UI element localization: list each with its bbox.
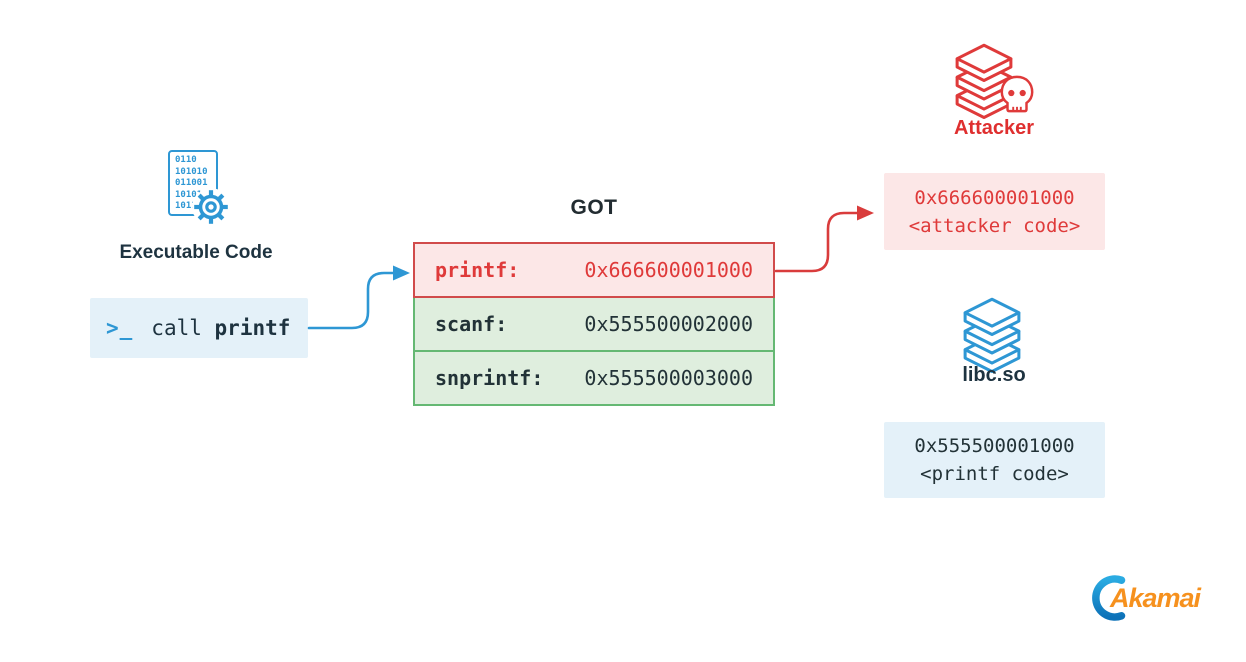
executable-code-label: Executable Code: [119, 242, 273, 263]
call-to-got-arrow: [307, 265, 410, 330]
call-instruction: call printf: [151, 316, 291, 340]
got-row-scanf: scanf: 0x555500002000: [413, 296, 775, 352]
binary-line: 011001: [175, 178, 208, 188]
attacker-address: 0x666600001000: [914, 186, 1075, 209]
got-entry-address: 0x555500002000: [584, 312, 753, 336]
got-title: GOT: [570, 196, 618, 219]
attacker-code-box: 0x666600001000 <attacker code>: [884, 173, 1105, 250]
call-printf-box: >_ call printf: [90, 298, 308, 358]
got-row-printf: printf: 0x666600001000: [413, 242, 775, 298]
skull-icon: [1000, 75, 1034, 113]
got-row-snprintf: snprintf: 0x555500003000: [413, 350, 775, 406]
executable-code-icon: 0110 101010 011001 10101 1011: [168, 150, 230, 226]
book-stack-icon: [955, 43, 1013, 119]
akamai-logo: Akamai: [1092, 574, 1232, 626]
libc-label: libc.so: [962, 364, 1026, 386]
got-entry-name: scanf:: [435, 312, 508, 336]
akamai-swoosh-icon: [1092, 575, 1126, 621]
got-entry-name: snprintf:: [435, 366, 544, 390]
got-entry-address: 0x555500003000: [584, 366, 753, 390]
binary-line: 1011: [175, 201, 197, 211]
book-stack-icon: [963, 297, 1021, 373]
binary-line: 10101: [175, 189, 203, 200]
libc-code-box: 0x555500001000 <printf code>: [884, 422, 1105, 498]
attacker-books-icon: [948, 36, 1058, 136]
attacker-code-text: <attacker code>: [908, 214, 1081, 237]
binary-line: 101010: [175, 166, 208, 177]
got-entry-name: printf:: [435, 258, 520, 282]
libc-code-text: <printf code>: [920, 463, 1069, 485]
got-to-attacker-arrow: [774, 205, 874, 273]
gear-icon: [192, 188, 230, 226]
terminal-prompt-icon: >_: [106, 316, 134, 340]
akamai-logo-text: Akamai: [1110, 583, 1201, 613]
libc-books-icon: [956, 290, 1066, 390]
binary-line: 0110: [175, 155, 197, 165]
got-table: printf: 0x666600001000 scanf: 0x55550000…: [413, 242, 775, 406]
libc-address: 0x555500001000: [914, 435, 1075, 457]
got-entry-address: 0x666600001000: [584, 258, 753, 282]
attacker-label: Attacker: [953, 117, 1035, 139]
